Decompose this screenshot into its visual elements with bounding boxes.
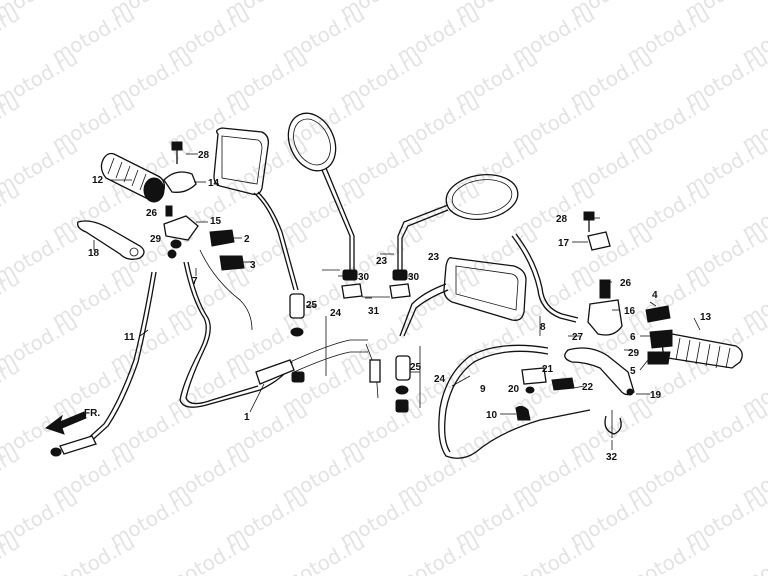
left-bolt: [171, 141, 183, 164]
mirror-nuts: [341, 269, 411, 299]
part-label-9: 9: [480, 384, 486, 395]
watermark-text: motod.ru: [738, 530, 768, 576]
part-label-31: 31: [368, 306, 380, 317]
part-label-30-right: 30: [408, 272, 420, 283]
leader-lines: [93, 153, 701, 450]
screw-29-left: [167, 249, 177, 259]
part-label-12: 12: [92, 175, 104, 186]
part-label-14: 14: [208, 178, 220, 189]
part-label-17: 17: [558, 238, 570, 249]
right-switches: [645, 305, 673, 365]
part-label-23-right: 23: [428, 252, 440, 263]
part-label-4: 4: [652, 290, 658, 301]
right-adapter: [395, 355, 411, 413]
part-label-13: 13: [700, 312, 712, 323]
right-bolt: [583, 211, 595, 232]
part-label-15: 15: [210, 216, 222, 227]
left-switch-parts: [163, 215, 253, 331]
right-mirror-rect: [399, 257, 527, 337]
watermark-text: motod.ru: [623, 530, 714, 576]
part-label-29-left: 29: [150, 234, 162, 245]
left-mirror-rect: [213, 127, 299, 291]
part-label-18: 18: [88, 248, 100, 259]
part-label-2: 2: [244, 234, 250, 245]
left-adapter: [289, 293, 305, 383]
part-label-10: 10: [486, 410, 498, 421]
part-label-7: 7: [192, 276, 198, 287]
watermark-text: motod.ru: [393, 530, 484, 576]
watermark-text: motod.ru: [508, 530, 599, 576]
clutch-cable: [50, 271, 157, 457]
watermark-text: motod.ru: [163, 530, 254, 576]
part-label-20: 20: [508, 384, 520, 395]
part-label-26-left: 26: [146, 208, 158, 219]
part-label-30-left: 30: [358, 272, 370, 283]
front-arrow-label: FR.: [84, 408, 100, 419]
watermark-text: motod.ru: [48, 530, 139, 576]
part-label-28-right: 28: [556, 214, 568, 225]
switch-20-21-22: [515, 367, 575, 421]
part-label-24-right: 24: [434, 374, 446, 385]
brake-cable-8: [511, 233, 579, 323]
part-label-11: 11: [124, 332, 135, 343]
part-label-19: 19: [650, 390, 662, 401]
part-label-8: 8: [540, 322, 546, 333]
part-label-24-left: 24: [330, 308, 342, 319]
part-label-23-left: 23: [376, 256, 388, 267]
part-label-1: 1: [244, 412, 250, 423]
throttle-cable: [179, 261, 381, 408]
right-lever-assembly: [564, 231, 635, 396]
part-label-22: 22: [582, 382, 594, 393]
part-label-21: 21: [542, 364, 554, 375]
left-housing: [163, 171, 197, 193]
part-label-27: 27: [572, 332, 584, 343]
part-label-5: 5: [630, 366, 636, 377]
brake-cable-9: [438, 344, 591, 459]
part-label-26-right: 26: [620, 278, 632, 289]
screw-26-left: [165, 205, 173, 217]
part-label-3: 3: [250, 260, 256, 271]
right-mirror-round: [397, 173, 519, 270]
left-grip: [100, 152, 166, 203]
part-label-29-right: 29: [628, 348, 640, 359]
part-label-28-left: 28: [198, 150, 210, 161]
part-label-6: 6: [630, 332, 636, 343]
part-labels: 12 28 14 26 15 2 3 29 18 7 11 1 23 30 30…: [88, 150, 712, 463]
left-lever: [77, 220, 145, 260]
part-label-25-left: 25: [306, 300, 318, 311]
part-label-32: 32: [606, 452, 618, 463]
watermark-text: motod.ru: [278, 530, 369, 576]
part-label-25-right: 25: [410, 362, 422, 373]
left-mirror-round: [287, 112, 355, 270]
clip-32: [604, 410, 622, 438]
part-label-16: 16: [624, 306, 636, 317]
front-arrow: FR.: [44, 408, 100, 435]
